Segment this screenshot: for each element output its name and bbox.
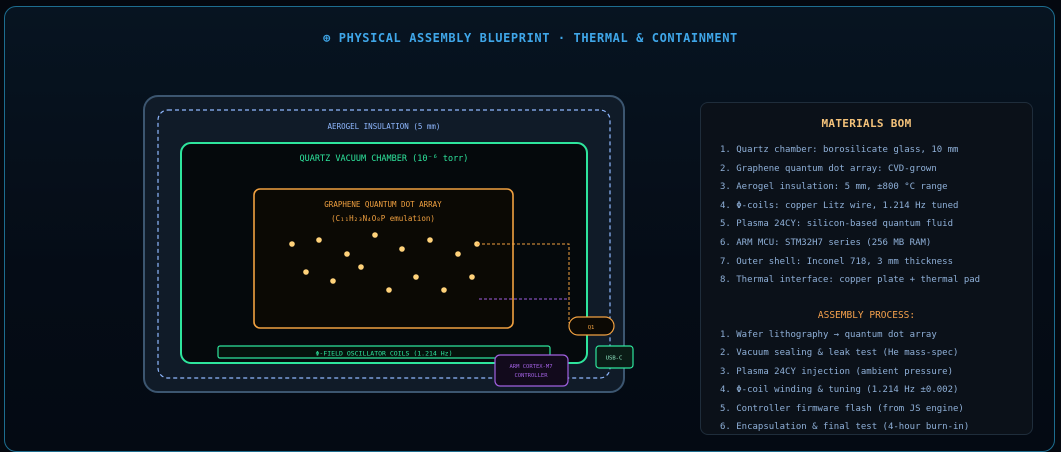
page-title: ⊕ PHYSICAL ASSEMBLY BLUEPRINT · THERMAL … [323,31,738,45]
bom-item: 2. Graphene quantum dot array: CVD-grown [720,163,937,174]
process-step: 1. Wafer lithography → quantum dot array [720,330,937,340]
bom-item: 4. Φ-coils: copper Litz wire, 1.214 Hz t… [720,200,959,211]
process-step: 6. Encapsulation & final test (4-hour bu… [720,421,970,432]
quantum-dot [413,274,419,280]
quantum-dot [427,237,433,243]
bom-item: 8. Thermal interface: copper plate + the… [720,275,981,286]
q1-component [568,316,615,336]
aerogel-label: AEROGEL INSULATION (5 mm) [328,122,441,131]
quantum-dot [372,232,378,238]
graphene-dot-array [253,188,514,329]
process-title: ASSEMBLY PROCESS: [817,310,916,321]
bom-list: 1. Quartz chamber: borosilicate glass, 1… [720,141,980,290]
bom-item: 7. Outer shell: Inconel 718, 3 mm thickn… [720,256,953,267]
phi-field-coils [217,345,551,359]
quantum-dot [386,287,392,293]
quantum-dot [358,264,364,270]
usb-label: USB-C [606,356,623,362]
materials-bom-panel: MATERIALS BOM 1. Quartz chamber: borosil… [700,102,1033,435]
assembly-diagram: AEROGEL INSULATION (5 mm) QUARTZ VACUUM … [143,95,634,393]
quantum-dot [344,251,350,257]
bom-item: 1. Quartz chamber: borosilicate glass, 1… [720,145,959,155]
mcu-label-2: CONTROLLER [514,373,548,379]
blueprint-panel: ⊕ PHYSICAL ASSEMBLY BLUEPRINT · THERMAL … [4,6,1055,452]
chamber-label: QUARTZ VACUUM CHAMBER (10⁻⁶ torr) [300,154,469,164]
mcu-label-1: ARM CORTEX-M7 [509,364,552,370]
process-step: 2. Vacuum sealing & leak test (He mass-s… [720,348,959,359]
quantum-dot [330,278,336,284]
array-to-q1-line [477,243,570,323]
quantum-dot [441,287,447,293]
aerogel-insulation [157,109,611,379]
array-formula: (C₁₁H₂₃N₄O₈P emulation) [331,214,435,223]
process-list: 1. Wafer lithography → quantum dot array… [720,326,969,436]
bom-item: 6. ARM MCU: STM32H7 series (256 MB RAM) [720,237,932,248]
coil-label: Φ-FIELD OSCILLATOR COILS (1.214 Hz) [316,350,453,358]
quantum-dot [303,269,309,275]
process-step: 4. Φ-coil winding & tuning (1.214 Hz ±0.… [720,385,959,396]
process-step: 3. Plasma 24CY injection (ambient pressu… [720,366,953,377]
usb-c-port [595,345,634,369]
bom-item: 5. Plasma 24CY: silicon-based quantum fl… [720,219,953,230]
quantum-dot [289,241,295,247]
process-step: 5. Controller firmware flash (from JS en… [720,403,964,414]
array-label: GRAPHENE QUANTUM DOT ARRAY [324,200,442,209]
quantum-dot [455,251,461,257]
quantum-dot [399,246,405,252]
q1-label: Q1 [588,325,595,331]
quantum-dot [316,237,322,243]
bom-item: 3. Aerogel insulation: 5 mm, ±800 °C ran… [720,182,948,193]
quantum-dot [469,274,475,280]
arm-controller [494,354,569,387]
bom-title: MATERIALS BOM [821,117,912,130]
